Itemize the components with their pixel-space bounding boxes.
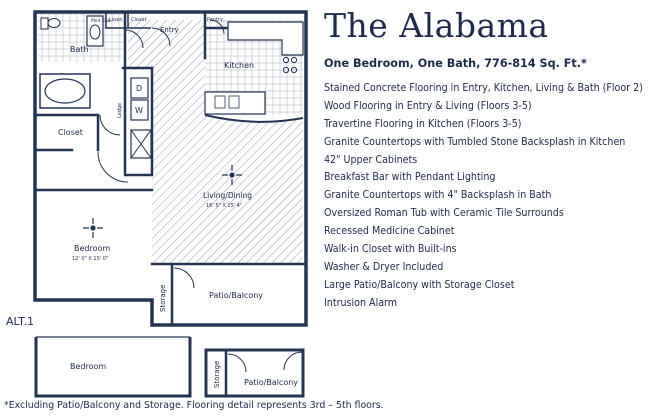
entry-label: Entry <box>160 26 179 34</box>
floor-plan: Bath Med Cab Linen Closet Entry Pantry K… <box>33 10 308 398</box>
feature-item: Travertine Flooring in Kitchen (Floors 3… <box>324 117 522 130</box>
feature-item: Granite Countertops with Tumbled Stone B… <box>324 135 626 148</box>
patio-label: Patio/Balcony <box>209 291 263 300</box>
alt-bedroom-label: Bedroom <box>70 362 106 371</box>
alt-storage-label: Storage <box>213 361 221 388</box>
closet-small-label: Closet <box>131 17 147 23</box>
closet-label: Closet <box>58 128 83 137</box>
ceiling-fan-living-icon <box>222 165 242 185</box>
footnote: *Excluding Patio/Balcony and Storage. Fl… <box>4 400 384 411</box>
washer <box>130 99 149 121</box>
water-heater <box>130 129 152 159</box>
bath-label: Bath <box>70 45 89 54</box>
feature-item: 42" Upper Cabinets <box>324 153 418 166</box>
dryer <box>130 77 149 99</box>
feature-item: Washer & Dryer Included <box>324 260 444 273</box>
walls <box>33 10 308 327</box>
pantry-label: Pantry <box>207 17 223 23</box>
plan-subtitle: One Bedroom, One Bath, 776-814 Sq. Ft.* <box>324 57 587 70</box>
bath-vanity <box>86 15 104 47</box>
feature-item: Walk-in Closet with Built-ins <box>324 243 457 256</box>
doors <box>97 19 225 289</box>
feature-item: Granite Countertops with 4" Backsplash i… <box>324 189 552 202</box>
living-label: Living/Dining <box>203 191 252 200</box>
alt-bedroom-plan <box>34 336 192 398</box>
living-floor-hatch <box>128 20 303 264</box>
alt-patio-label: Patio/Balcony <box>244 378 298 387</box>
toilet <box>40 17 61 30</box>
kitchen-label: Kitchen <box>224 61 254 70</box>
washer-label: W <box>135 106 143 115</box>
feature-item: Oversized Roman Tub with Ceramic Tile Su… <box>324 207 564 220</box>
dryer-label: D <box>136 84 142 93</box>
feature-item: Intrusion Alarm <box>324 296 398 309</box>
living-dims-label: 16' 5" X 15' 4" <box>206 203 242 209</box>
feature-list: Stained Concrete Flooring in Entry, Kitc… <box>324 80 652 313</box>
page-title: The Alabama <box>324 6 549 45</box>
ledge-label: Ledge <box>117 103 123 118</box>
feature-item: Breakfast Bar with Pendant Lighting <box>324 171 496 184</box>
breakfast-bar-curve <box>204 114 304 123</box>
med-cab-label: Med Cab <box>91 18 111 24</box>
kitchen-counter <box>204 21 304 115</box>
feature-item: Wood Flooring in Entry & Living (Floors … <box>324 99 532 112</box>
feature-item: Recessed Medicine Cabinet <box>324 225 455 238</box>
ceiling-fan-bedroom-icon <box>83 218 103 238</box>
bathtub <box>39 73 91 109</box>
linen-label: Linen <box>109 17 123 23</box>
bedroom-label: Bedroom <box>74 244 110 253</box>
alt-plan-label: ALT.1 <box>6 315 35 328</box>
storage-label: Storage <box>159 285 167 312</box>
feature-item: Stained Concrete Flooring in Entry, Kitc… <box>324 82 643 94</box>
alt-patio-plan <box>204 348 305 398</box>
feature-item: Large Patio/Balcony with Storage Closet <box>324 278 515 291</box>
bedroom-dims-label: 12' 0" X 15' 0" <box>72 256 108 262</box>
